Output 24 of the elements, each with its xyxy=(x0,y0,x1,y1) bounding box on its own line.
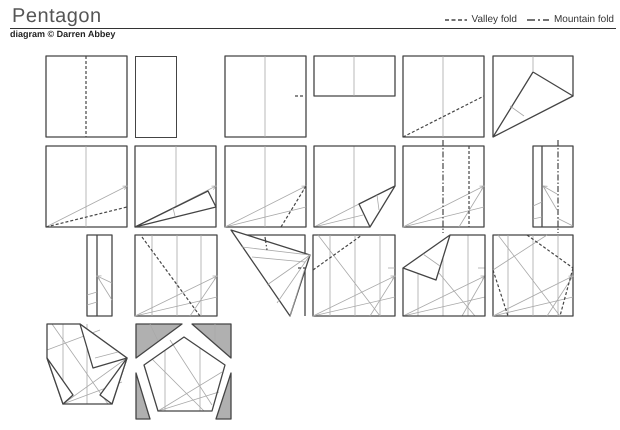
folding-step-drawing xyxy=(313,55,396,97)
folding-step-drawing xyxy=(313,145,396,228)
folding-step-drawing xyxy=(45,55,128,138)
folding-step-drawing xyxy=(492,234,574,317)
credit-text: diagram © Darren Abbey xyxy=(10,29,116,40)
folding-step-drawing xyxy=(402,234,486,317)
folding-step-drawing xyxy=(532,139,574,234)
paper-rectangle xyxy=(134,56,176,138)
folding-step-drawing xyxy=(230,229,311,317)
folding-step-drawing xyxy=(492,55,574,138)
folding-step-drawing xyxy=(46,323,128,405)
folding-step-drawing xyxy=(224,55,307,138)
folding-step-drawing xyxy=(135,323,232,420)
folding-step-drawing xyxy=(134,145,217,228)
folding-step-drawing xyxy=(402,55,485,138)
diagram-title: Pentagon xyxy=(12,6,102,26)
folding-step-drawing xyxy=(402,139,485,234)
folding-step-drawing xyxy=(224,145,307,228)
folding-step-drawing xyxy=(86,234,113,317)
folding-step-drawing xyxy=(312,234,396,317)
folding-step-drawing xyxy=(134,234,218,317)
legend-label: Mountain fold xyxy=(554,14,614,26)
legend-label: Valley fold xyxy=(472,14,517,26)
folding-step-drawing xyxy=(45,145,128,228)
